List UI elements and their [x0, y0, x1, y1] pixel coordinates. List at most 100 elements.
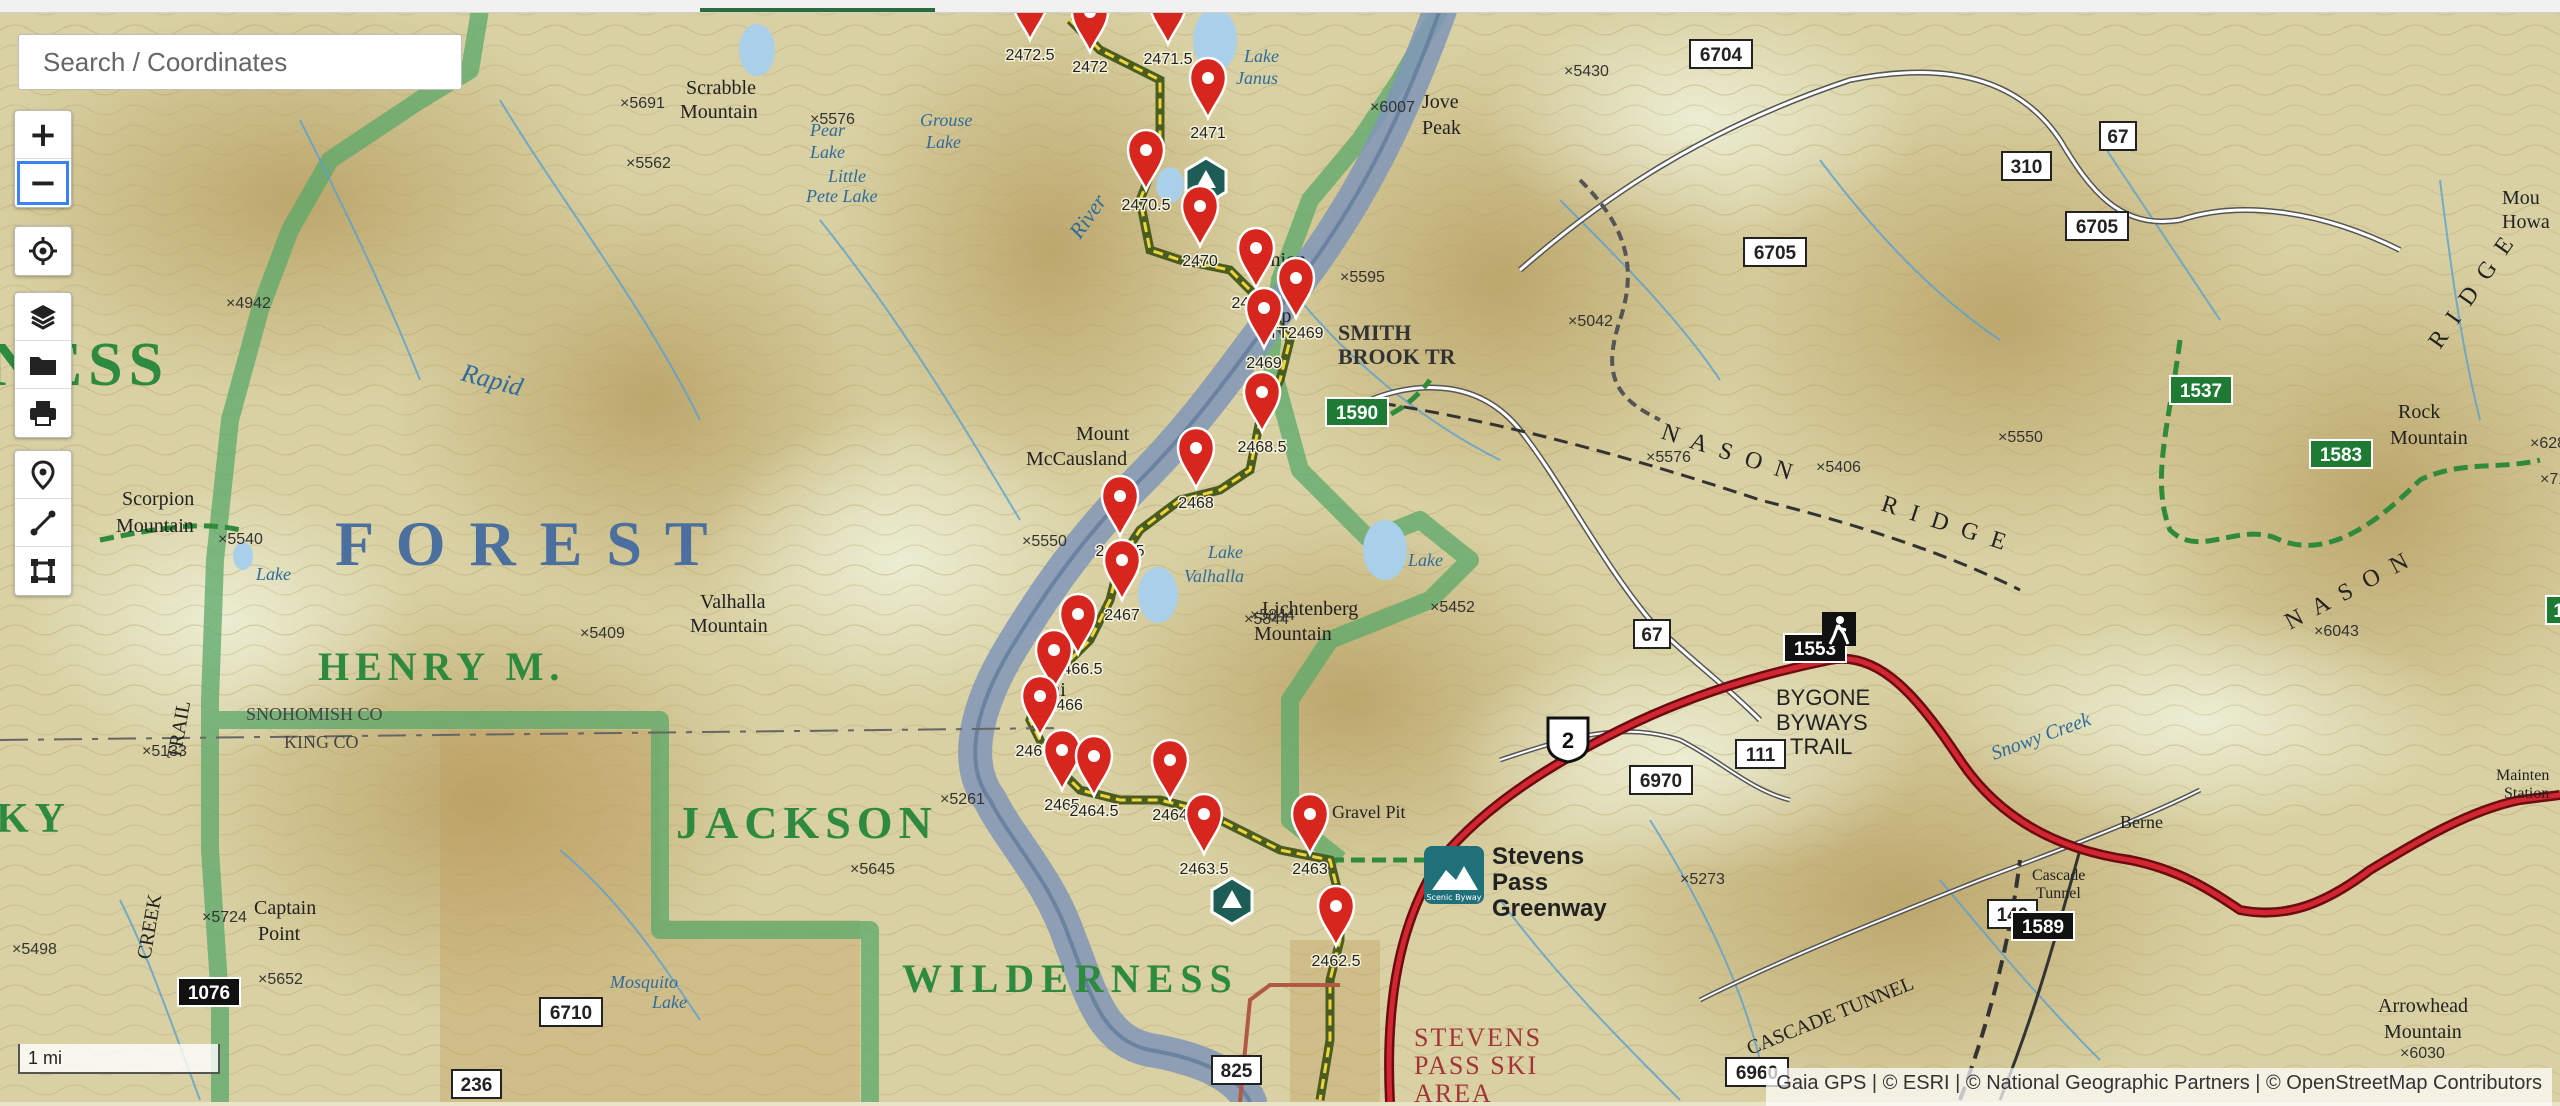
- mile-marker[interactable]: 2462.5: [1310, 884, 1362, 972]
- plus-icon: +: [28, 114, 58, 155]
- mile-marker[interactable]: TT2469: [1267, 256, 1325, 344]
- zoom-controls: + −: [14, 110, 72, 208]
- elevation-label: ×5273: [1680, 871, 1725, 888]
- mile-marker-label: 2463: [1292, 861, 1328, 878]
- mile-marker[interactable]: 2463.5: [1178, 792, 1230, 880]
- svg-text:Mountain: Mountain: [690, 615, 768, 637]
- print-button[interactable]: [15, 389, 71, 437]
- svg-text:Rock: Rock: [2398, 401, 2440, 423]
- scenic-byway-icon: Scenic Byway: [1424, 846, 1484, 904]
- mile-markers[interactable]: 2472.524722471.524712470.524702469.5TT24…: [1004, 0, 1362, 972]
- elevation-label: ×6030: [2400, 1045, 2445, 1062]
- layers-button[interactable]: [15, 293, 71, 341]
- attribution-esri[interactable]: © ESRI: [1882, 1072, 1950, 1094]
- elevation-label: ×628: [2530, 435, 2560, 452]
- elevation-label: ×4942: [226, 295, 271, 312]
- svg-text:Mou: Mou: [2502, 187, 2540, 209]
- tools-controls: [14, 292, 72, 438]
- mile-marker[interactable]: 2468: [1177, 426, 1215, 514]
- route-shield: 6710: [539, 997, 603, 1027]
- mile-marker[interactable]: 2471: [1189, 56, 1227, 144]
- mile-marker[interactable]: 2467: [1103, 538, 1141, 626]
- label-henry: HENRY M.: [318, 644, 565, 689]
- mile-marker[interactable]: 2463: [1291, 792, 1329, 880]
- svg-text:Lake: Lake: [925, 132, 961, 152]
- svg-text:SMITH: SMITH: [1338, 320, 1411, 345]
- map-pin-icon: [31, 459, 55, 490]
- elevation-label: ×6043: [2314, 623, 2359, 640]
- hiker-icon: [1822, 612, 1856, 646]
- svg-text:6970: 6970: [1640, 771, 1682, 792]
- svg-text:6704: 6704: [1700, 45, 1743, 66]
- svg-text:Lichtenberg: Lichtenberg: [1262, 598, 1358, 620]
- svg-text:Arrowhead: Arrowhead: [2378, 995, 2468, 1017]
- label-jackson: JACKSON: [676, 797, 938, 848]
- svg-text:15: 15: [2553, 601, 2560, 622]
- elevation-label: ×5409: [580, 625, 625, 642]
- svg-text:Grouse: Grouse: [920, 110, 972, 130]
- mile-marker[interactable]: 2470: [1181, 184, 1219, 272]
- elevation-label: ×5691: [620, 95, 665, 112]
- mile-marker-label: TT2469: [1268, 325, 1323, 342]
- route-shield: 15: [2545, 595, 2560, 625]
- mile-marker-label: 2462.5: [1312, 953, 1361, 970]
- mile-marker-label: 2464: [1152, 807, 1188, 824]
- svg-text:Scorpion: Scorpion: [122, 488, 194, 510]
- svg-text:Scrabble: Scrabble: [686, 77, 756, 99]
- ski-area-boundary: [1238, 983, 1340, 1102]
- label-stevens: STEVENS: [1414, 1023, 1542, 1052]
- attribution-osm[interactable]: © OpenStreetMap Contributors: [2266, 1072, 2542, 1094]
- mile-marker-label: 2469: [1246, 355, 1282, 372]
- locate-button[interactable]: [15, 227, 71, 275]
- label-ky: KY: [0, 796, 71, 842]
- draw-route-button[interactable]: [15, 499, 71, 547]
- mile-marker[interactable]: 2472: [1071, 0, 1109, 78]
- add-waypoint-button[interactable]: [15, 451, 71, 499]
- label-area: AREA: [1414, 1079, 1493, 1102]
- svg-text:2: 2: [1562, 728, 1574, 753]
- minus-icon: −: [28, 163, 58, 203]
- mile-marker[interactable]: 2464.5: [1068, 734, 1120, 822]
- elevation-label: ×5724: [202, 909, 247, 926]
- label-wilderness: WILDERNESS: [902, 956, 1239, 1001]
- attribution-natgeo[interactable]: © National Geographic Partners: [1965, 1072, 2250, 1094]
- route-shield: 236: [451, 1069, 502, 1099]
- streams: [119, 99, 2481, 1101]
- mile-marker[interactable]: 2470.5: [1120, 128, 1172, 216]
- route-shield: 6705: [2065, 211, 2129, 241]
- svg-text:Jove: Jove: [1422, 91, 1459, 113]
- zoom-in-button[interactable]: +: [15, 111, 71, 159]
- zoom-out-button[interactable]: −: [15, 159, 71, 207]
- svg-text:Mountain: Mountain: [2390, 427, 2468, 449]
- route-shield: 825: [1211, 1055, 1262, 1085]
- scale-label: 1 mi: [28, 1048, 63, 1068]
- svg-text:Gravel Pit: Gravel Pit: [1332, 802, 1406, 822]
- elevation-label: ×5430: [1564, 63, 1609, 80]
- mile-marker[interactable]: 2464: [1151, 738, 1189, 826]
- svg-text:1537: 1537: [2180, 381, 2222, 402]
- route-shield: 1583: [2309, 439, 2373, 469]
- svg-text:111: 111: [1746, 745, 1776, 766]
- folder-button[interactable]: [15, 341, 71, 389]
- highway-us-2: [1384, 653, 2560, 1102]
- svg-text:BYGONE: BYGONE: [1776, 685, 1870, 710]
- elevation-label: ×5261: [940, 791, 985, 808]
- svg-text:1583: 1583: [2320, 445, 2362, 466]
- attribution-gaia[interactable]: Gaia GPS: [1776, 1072, 1867, 1094]
- elevation-label: ×5645: [850, 861, 895, 878]
- mile-marker[interactable]: 2468.5: [1236, 370, 1288, 458]
- mile-marker[interactable]: 2469: [1245, 286, 1283, 374]
- mile-marker-label: 2464.5: [1070, 803, 1119, 820]
- svg-text:Station: Station: [2504, 785, 2549, 802]
- elevation-label: ×5550: [1998, 429, 2043, 446]
- svg-text:BROOK TR: BROOK TR: [1338, 344, 1457, 369]
- draw-area-button[interactable]: [15, 547, 71, 595]
- printer-icon: [30, 401, 56, 426]
- mile-marker-label: 2472.5: [1006, 47, 1055, 64]
- route-shield: 2: [1546, 716, 1590, 764]
- route-shield: 310: [2001, 151, 2052, 181]
- area-labels: NESS F O R E S T HENRY M. JACKSON WILDER…: [0, 331, 1542, 1102]
- svg-text:Little: Little: [827, 166, 866, 186]
- search-input[interactable]: [18, 34, 462, 90]
